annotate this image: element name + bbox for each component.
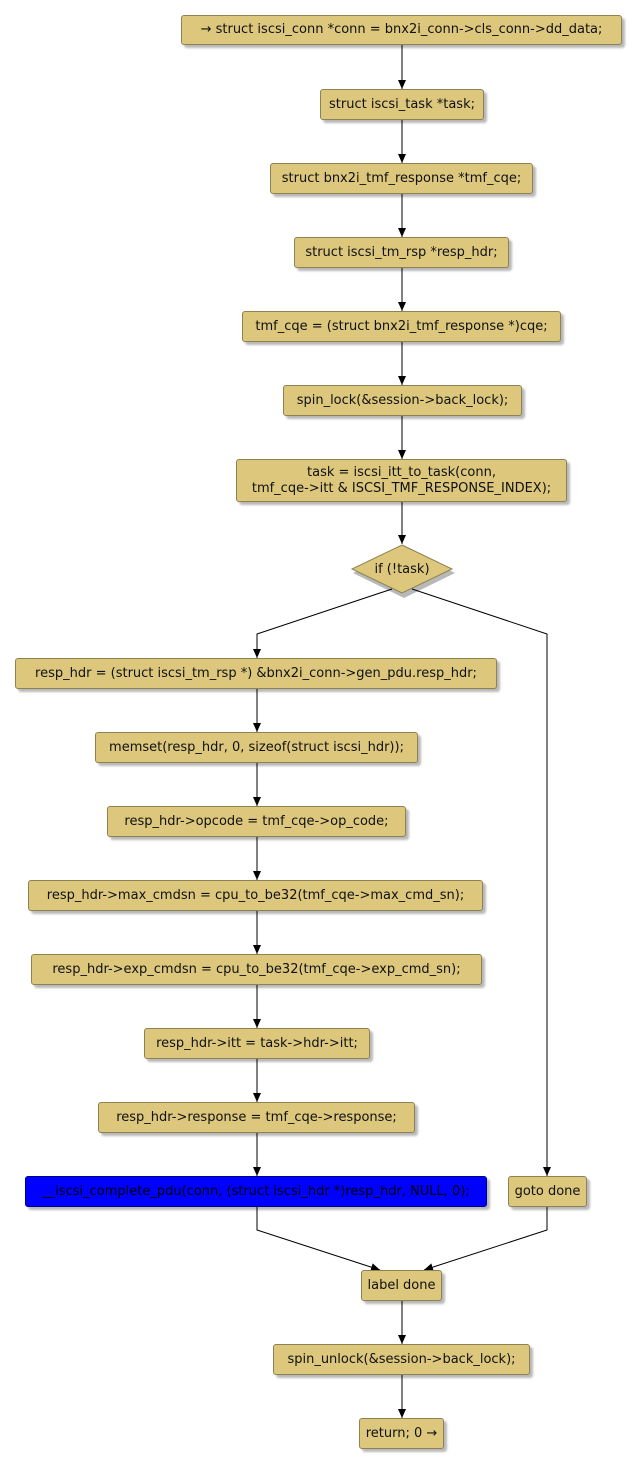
node-conn-decl: → struct iscsi_conn *conn = bnx2i_conn->… [181, 15, 622, 45]
edge-decision-no [411, 588, 551, 1176]
node-return: return; 0 → [359, 1418, 444, 1449]
decision-diamond-shape [350, 544, 455, 598]
edge-goto-label [423, 1207, 548, 1272]
node-exp-cmdsn: resp_hdr->exp_cmdsn = cpu_to_be32(tmf_cq… [31, 954, 482, 985]
node-tmf-cqe-decl: struct bnx2i_tmf_response *tmf_cqe; [270, 163, 533, 194]
decision-label: if (!task) [374, 561, 430, 577]
node-task-lookup-line2: tmf_cqe->itt & ISCSI_TMF_RESPONSE_INDEX)… [251, 480, 552, 496]
edge-decision-yes [253, 588, 393, 658]
node-goto-done: goto done [508, 1176, 587, 1207]
node-spin-lock: spin_lock(&session->back_lock); [283, 385, 522, 416]
node-resp-hdr-assign: resp_hdr = (struct iscsi_tm_rsp *) &bnx2… [15, 658, 497, 689]
node-opcode: resp_hdr->opcode = tmf_cqe->op_code; [107, 806, 406, 837]
node-max-cmdsn: resp_hdr->max_cmdsn = cpu_to_be32(tmf_cq… [28, 880, 483, 911]
node-resp-hdr-decl: struct iscsi_tm_rsp *resp_hdr; [294, 237, 509, 268]
node-task-lookup-line1: task = iscsi_itt_to_task(conn, [307, 464, 496, 480]
edge-15-label [256, 1207, 381, 1272]
node-tmf-cqe-assign: tmf_cqe = (struct bnx2i_tmf_response *)c… [242, 311, 561, 342]
node-memset: memset(resp_hdr, 0, sizeof(struct iscsi_… [95, 732, 418, 763]
node-label-done: label done [361, 1270, 442, 1301]
node-task-lookup: task = iscsi_itt_to_task(conn, tmf_cqe->… [236, 459, 567, 502]
node-task-decl: struct iscsi_task *task; [320, 89, 484, 120]
node-itt: resp_hdr->itt = task->hdr->itt; [144, 1028, 370, 1059]
decision-if-not-task: if (!task) [350, 544, 455, 598]
node-complete-pdu: __iscsi_complete_pdu(conn, (struct iscsi… [25, 1176, 487, 1207]
node-response: resp_hdr->response = tmf_cqe->response; [98, 1102, 415, 1133]
node-spin-unlock: spin_unlock(&session->back_lock); [273, 1344, 530, 1375]
